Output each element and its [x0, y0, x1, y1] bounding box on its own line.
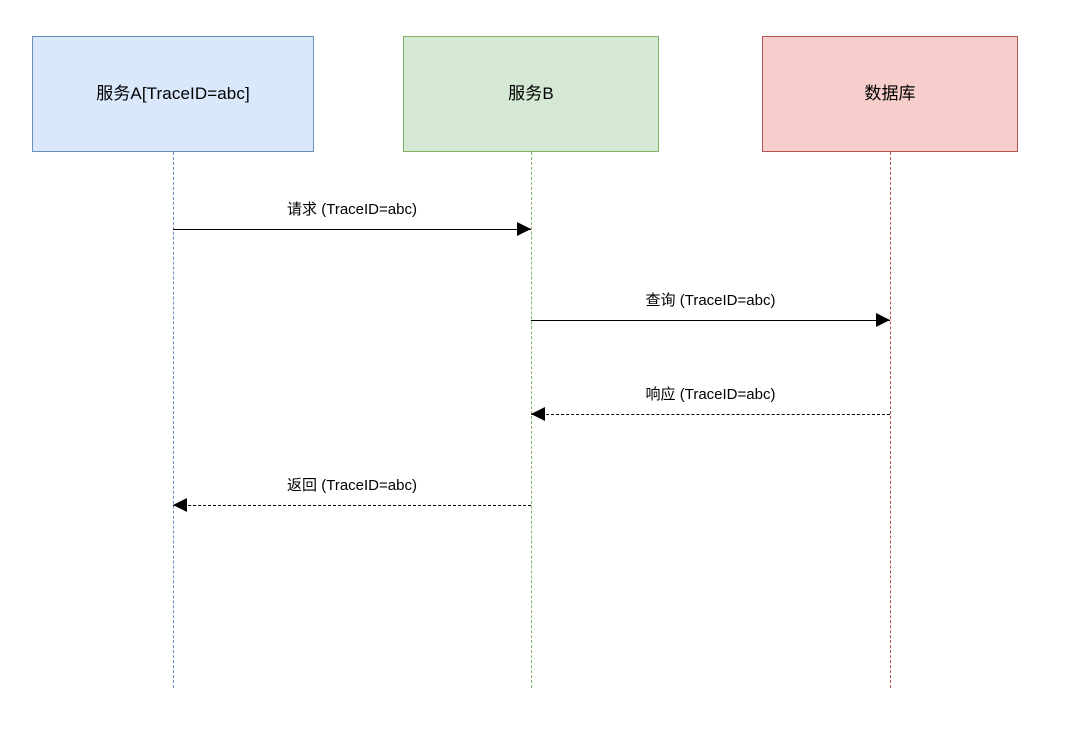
lifeline-database: [890, 152, 891, 688]
arrow-head-right-request: [517, 222, 531, 236]
participant-box-database[interactable]: 数据库: [762, 36, 1018, 152]
message-label-response: 响应 (TraceID=abc): [645, 386, 776, 403]
message-line-response: [531, 414, 890, 415]
message-label-query: 查询 (TraceID=abc): [645, 292, 776, 309]
participant-label-service-b: 服务B: [508, 83, 554, 103]
message-line-return: [173, 505, 531, 506]
arrow-head-left-return: [173, 498, 187, 512]
message-label-request: 请求 (TraceID=abc): [287, 201, 417, 218]
arrow-head-left-response: [531, 407, 545, 421]
message-label-return: 返回 (TraceID=abc): [287, 477, 417, 494]
message-line-request: [173, 229, 531, 230]
participant-box-service-a[interactable]: 服务A[TraceID=abc]: [32, 36, 314, 152]
participant-box-service-b[interactable]: 服务B: [403, 36, 659, 152]
participant-label-service-a: 服务A[TraceID=abc]: [96, 83, 250, 103]
message-line-query: [531, 320, 890, 321]
arrow-head-right-query: [876, 313, 890, 327]
lifeline-service-a: [173, 152, 174, 688]
participant-label-database: 数据库: [864, 83, 916, 103]
